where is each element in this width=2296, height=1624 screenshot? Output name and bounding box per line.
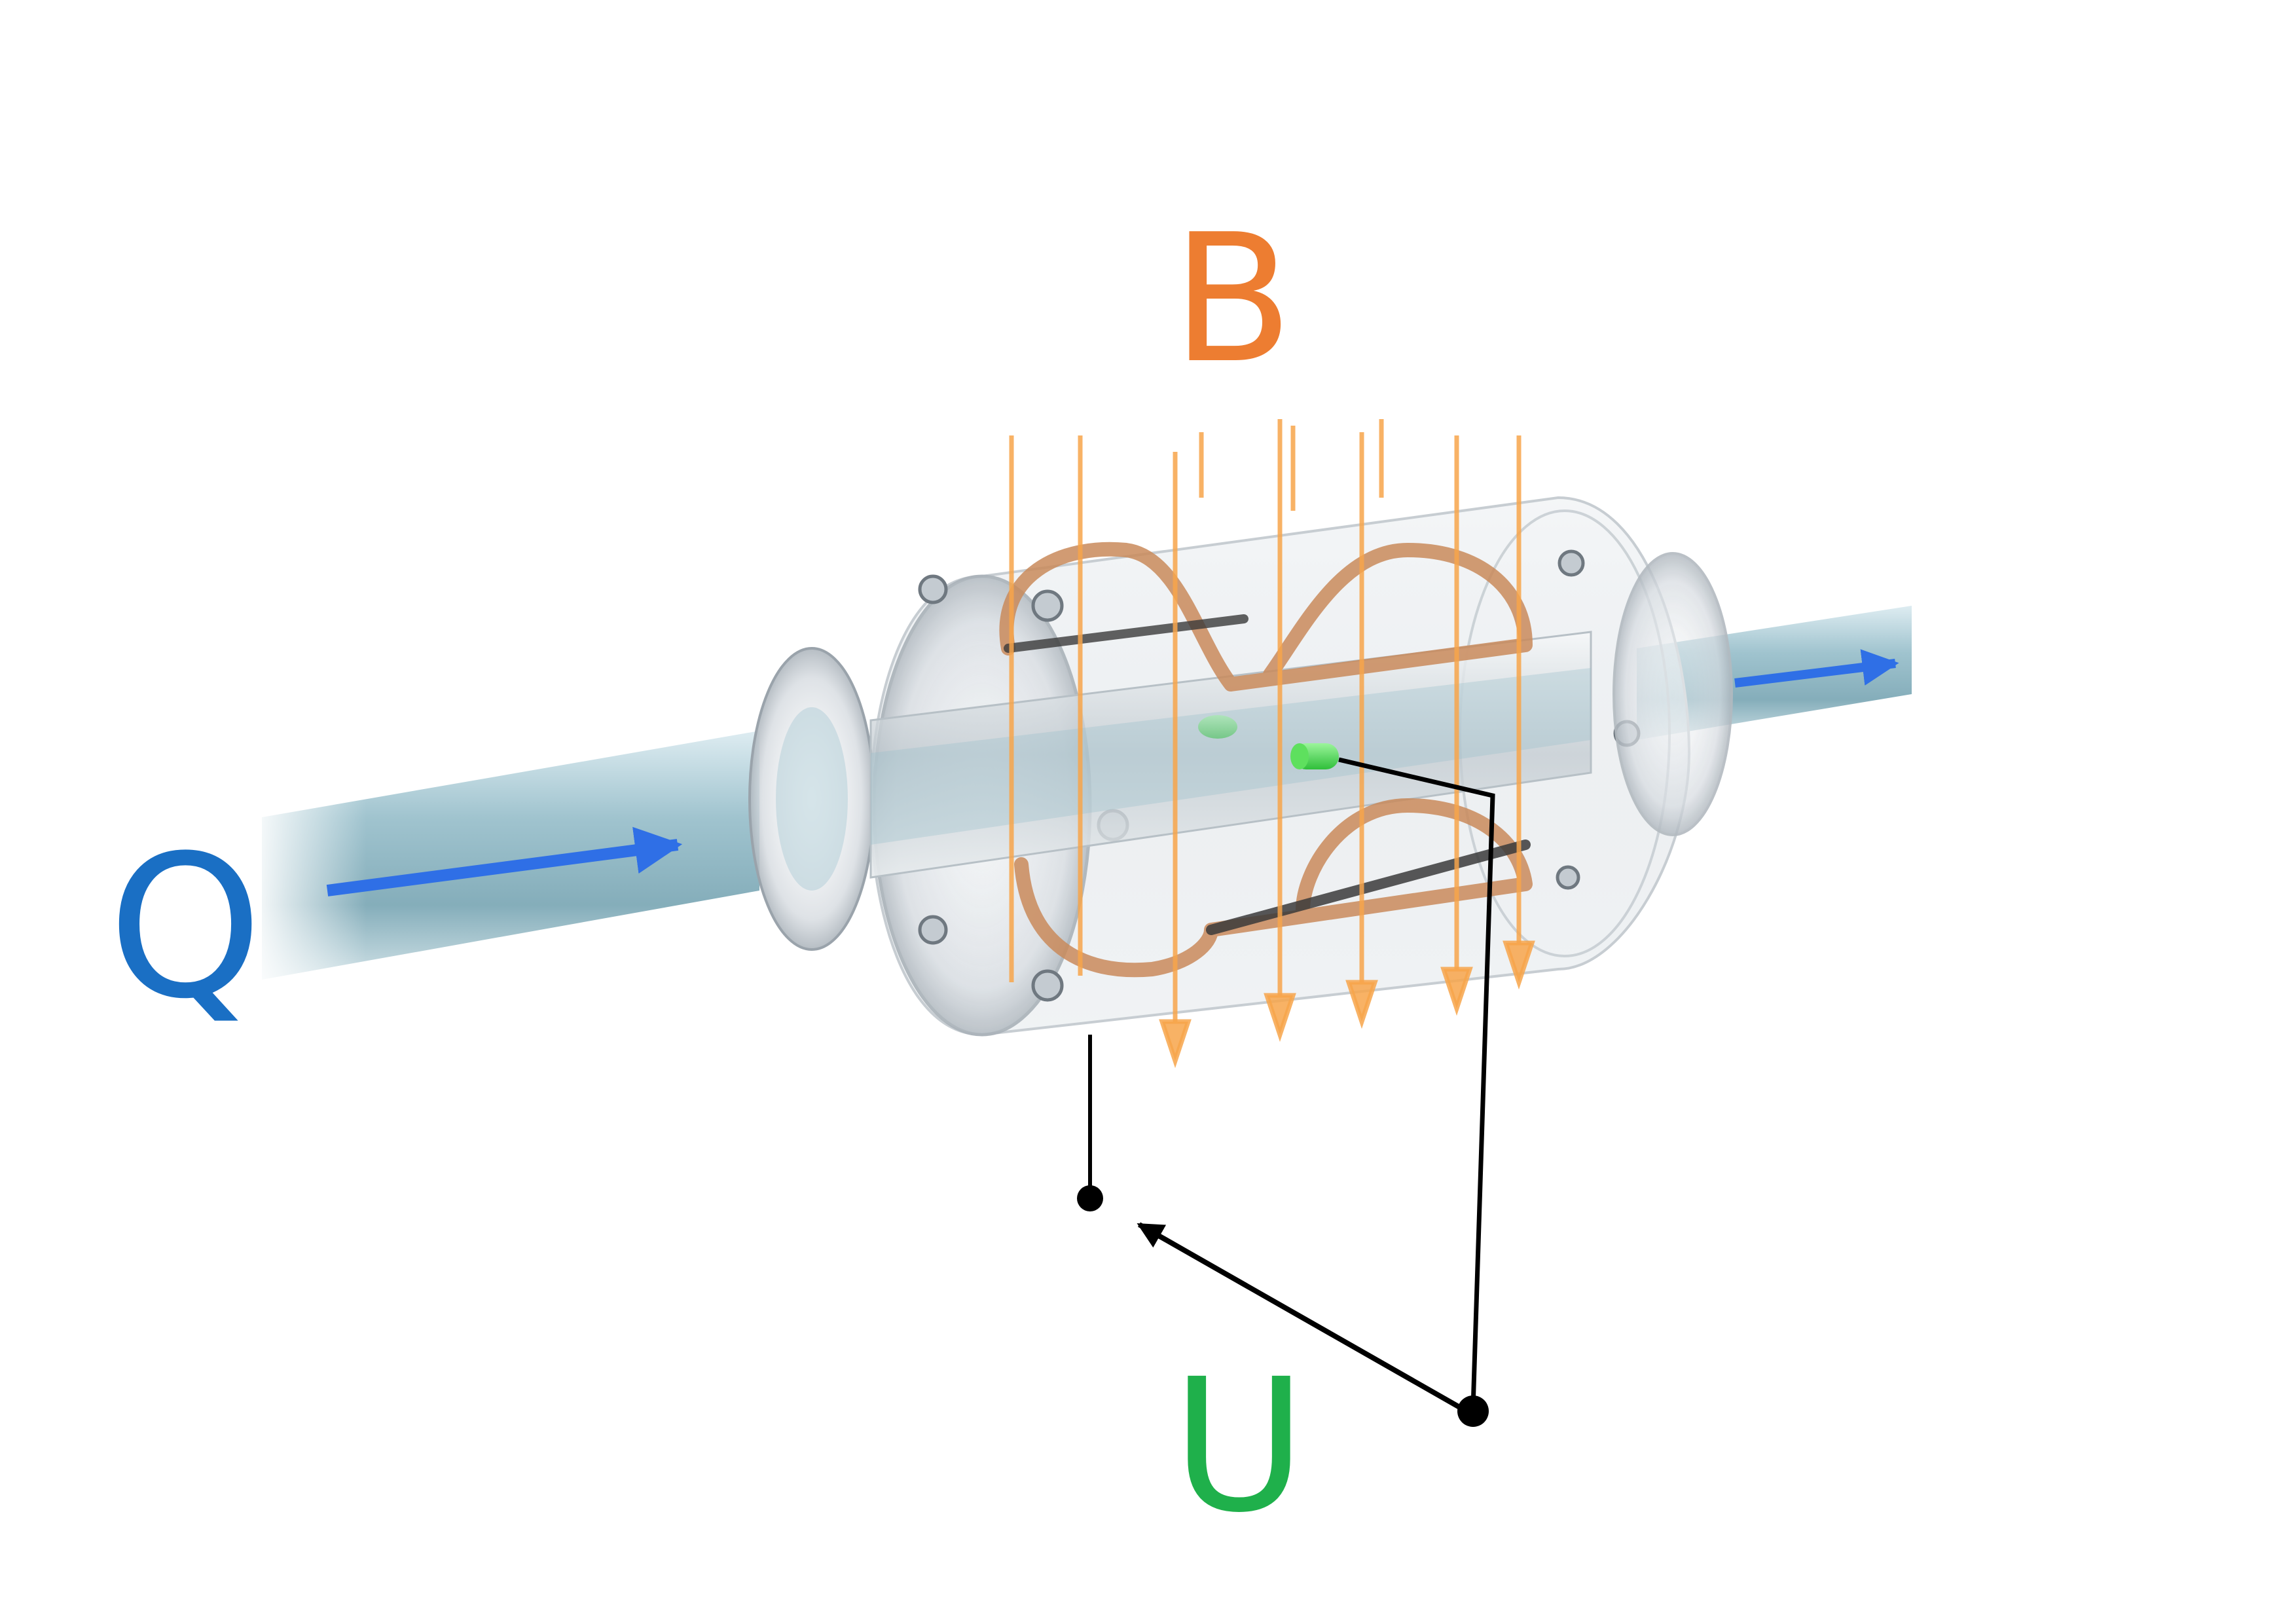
lower-coil bbox=[1014, 798, 1533, 978]
voltage-circuit bbox=[1077, 757, 1495, 1427]
upper-coil bbox=[999, 542, 1533, 692]
flow-arrow-out bbox=[1734, 649, 1899, 688]
magnetic-field-lines bbox=[1009, 419, 1535, 1069]
label-flow-q: Q bbox=[108, 813, 263, 1042]
inlet-pipe bbox=[249, 720, 759, 995]
terminal-left bbox=[1077, 1185, 1103, 1211]
bolt bbox=[1031, 589, 1064, 622]
bolt bbox=[1558, 549, 1585, 577]
electrode-back bbox=[1198, 715, 1237, 739]
bolt bbox=[1556, 865, 1580, 890]
wire-right bbox=[1338, 757, 1495, 1409]
bolt bbox=[1031, 969, 1064, 1002]
outlet-flange bbox=[1613, 552, 1733, 836]
flow-arrows bbox=[326, 649, 1899, 896]
magnet-coils bbox=[999, 542, 1533, 978]
electrodes bbox=[1198, 715, 1339, 769]
lower-coil-shadow bbox=[1206, 840, 1531, 935]
label-magnetic-field-b: B bbox=[1172, 196, 1293, 402]
bolt bbox=[918, 574, 948, 604]
terminal-right bbox=[1457, 1395, 1489, 1427]
upper-coil-shadow bbox=[1004, 614, 1248, 653]
flow-arrow-in bbox=[326, 826, 683, 896]
bolt bbox=[918, 915, 948, 945]
label-voltage-u: U bbox=[1172, 1340, 1306, 1553]
inlet-flange bbox=[748, 647, 875, 951]
voltage-arrow bbox=[1137, 1222, 1468, 1414]
